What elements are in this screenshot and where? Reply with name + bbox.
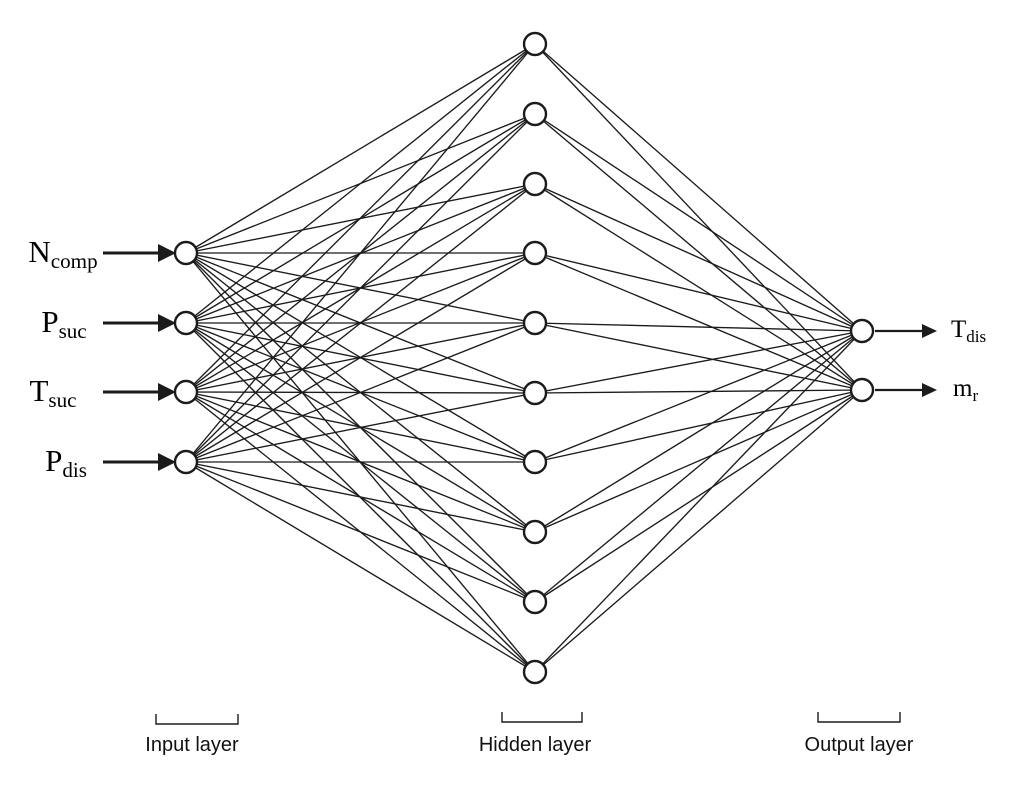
- input-variable-label-0-subscript: comp: [50, 248, 98, 273]
- edge-hidden-output: [534, 330, 863, 394]
- edge-input-hidden: [185, 252, 536, 463]
- edge-hidden-output: [534, 43, 863, 332]
- hidden-node: [522, 31, 548, 57]
- edge-input-hidden: [185, 43, 536, 393]
- input-node: [173, 379, 199, 405]
- edge-hidden-output: [534, 389, 863, 533]
- input-variable-label-1: Psuc: [41, 306, 86, 342]
- output-variable-label-0-main: T: [951, 316, 967, 344]
- edge-hidden-output: [534, 113, 863, 332]
- input-arrow-head: [158, 244, 176, 262]
- input-arrow-head: [158, 383, 176, 401]
- input-variable-label-2-subscript: suc: [48, 387, 77, 412]
- edge-hidden-output: [534, 322, 863, 332]
- input-variable-label-2-main: T: [29, 373, 49, 409]
- edge-hidden-output: [534, 389, 863, 673]
- hidden-node: [522, 240, 548, 266]
- edge-input-hidden: [185, 43, 536, 324]
- edge-hidden-output: [534, 330, 863, 533]
- hidden-node: [522, 171, 548, 197]
- layer-bracket: [817, 712, 901, 723]
- edge-hidden-output: [534, 389, 863, 603]
- input-node: [173, 449, 199, 475]
- input-variable-label-0-main: N: [28, 234, 51, 270]
- input-variable-label-3: Pdis: [45, 445, 87, 481]
- input-variable-label-3-subscript: dis: [62, 457, 87, 482]
- input-variable-label-3-main: P: [45, 443, 63, 479]
- edge-hidden-output: [534, 330, 863, 603]
- edge-hidden-output: [534, 183, 863, 332]
- caption-input-layer: Input layer: [145, 734, 239, 756]
- edge-hidden-output: [534, 389, 863, 463]
- output-node: [849, 318, 875, 344]
- edge-input-hidden: [185, 392, 536, 463]
- hidden-node: [522, 589, 548, 615]
- edge-input-hidden: [185, 183, 536, 463]
- input-variable-label-2: Tsuc: [29, 375, 76, 411]
- output-variable-label-0-subscript: dis: [966, 326, 987, 346]
- hidden-node: [522, 310, 548, 336]
- edge-hidden-output: [534, 183, 863, 391]
- edge-input-hidden: [185, 461, 536, 673]
- edge-input-hidden: [185, 43, 536, 254]
- input-variable-label-1-main: P: [41, 304, 59, 340]
- edge-hidden-output: [534, 389, 863, 394]
- output-variable-label-1-subscript: r: [972, 385, 979, 405]
- output-arrow-head: [922, 383, 937, 397]
- hidden-node: [522, 449, 548, 475]
- edge-hidden-output: [534, 43, 863, 391]
- output-arrow-head: [922, 324, 937, 338]
- edge-hidden-output: [534, 330, 863, 463]
- input-arrow-head: [158, 314, 176, 332]
- output-node: [849, 377, 875, 403]
- edge-hidden-output: [534, 322, 863, 391]
- hidden-node: [522, 101, 548, 127]
- edge-input-hidden: [185, 461, 536, 533]
- caption-output-layer: Output layer: [804, 734, 914, 756]
- edge-hidden-output: [534, 252, 863, 332]
- caption-hidden-layer: Hidden layer: [478, 734, 592, 756]
- input-node: [173, 310, 199, 336]
- edge-input-hidden: [185, 322, 536, 463]
- edge-hidden-output: [534, 252, 863, 391]
- input-variable-label-0: Ncomp: [28, 236, 97, 272]
- edge-hidden-output: [534, 330, 863, 673]
- output-variable-label-0: Tdis: [951, 317, 986, 345]
- hidden-node: [522, 380, 548, 406]
- input-arrow-head: [158, 453, 176, 471]
- edge-hidden-output: [534, 113, 863, 391]
- hidden-node: [522, 659, 548, 685]
- output-variable-label-1-main: m: [953, 375, 973, 403]
- input-node: [173, 240, 199, 266]
- layer-bracket: [501, 712, 583, 723]
- edge-input-hidden: [185, 113, 536, 463]
- layer-bracket: [155, 714, 239, 725]
- edge-input-hidden: [185, 43, 536, 463]
- output-variable-label-1: mr: [953, 376, 978, 404]
- edge-input-hidden: [185, 461, 536, 603]
- hidden-node: [522, 519, 548, 545]
- input-variable-label-1-subscript: suc: [58, 318, 87, 343]
